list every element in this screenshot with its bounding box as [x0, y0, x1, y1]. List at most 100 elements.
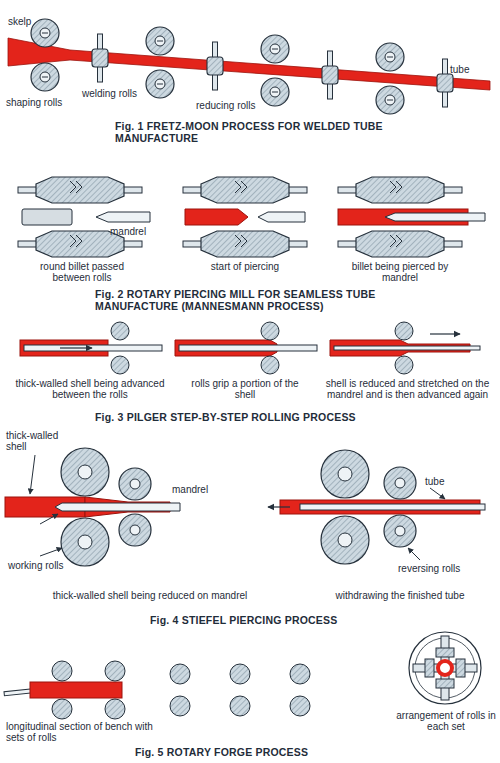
part-label: reducing rolls [196, 100, 266, 111]
leader-line [30, 455, 35, 494]
figure-caption: Fig. 2 ROTARY PIERCING MILL FOR SEAMLESS… [95, 288, 415, 312]
roll-hub [338, 467, 352, 481]
part-label: mandrel [172, 484, 222, 495]
round-billet [22, 209, 72, 225]
step-note: thick-walled shell being reduced on mand… [20, 590, 280, 601]
forge-roll [230, 696, 250, 716]
pilger-roll [395, 322, 413, 340]
forge-roll [170, 696, 190, 716]
pilger-panel [330, 322, 480, 374]
reducing-roll [146, 27, 174, 55]
forge-roll [425, 659, 434, 677]
tube-section [438, 661, 452, 675]
forge-roll [105, 699, 125, 719]
skelp-strip [8, 38, 490, 90]
motion-arrow [268, 506, 290, 507]
forge-roll [52, 661, 72, 681]
part-label: welding rolls [82, 88, 152, 99]
pilger-panel [175, 322, 317, 374]
step-note: arrangement of rolls in each set [396, 710, 496, 732]
figure-caption: Fig. 3 PILGER STEP-BY-STEP ROLLING PROCE… [95, 411, 415, 423]
mandrel-rod [334, 346, 480, 350]
figure-caption: Fig. 1 FRETZ-MOON PROCESS FOR WELDED TUB… [115, 120, 415, 144]
forge-roll [52, 699, 72, 719]
roll-hub [78, 465, 92, 479]
part-label: skelp [8, 16, 48, 27]
reversing-roll [119, 514, 151, 546]
pilger-roll [261, 356, 279, 374]
part-label: tube [425, 476, 465, 487]
pilger-roll [261, 322, 279, 340]
reducing-roll [376, 86, 404, 114]
step-note: round billet passed between rolls [22, 261, 142, 283]
mandrel-rod [385, 213, 485, 221]
step-note: shell is reduced and stretched on the ma… [325, 378, 490, 400]
leader-arrow [430, 488, 445, 499]
welding-roll [92, 34, 108, 82]
shell [30, 682, 122, 698]
forge-roll [105, 661, 125, 681]
step-note: billet being pierced by mandrel [340, 261, 460, 283]
mandrel-rod [258, 212, 305, 222]
working-roll [321, 450, 369, 498]
pilger-roll [111, 356, 129, 374]
step-note: rolls grip a portion of the shell [185, 378, 305, 400]
forge-roll [230, 664, 250, 684]
step-note: start of piercing [195, 261, 295, 272]
part-label: working rolls [8, 560, 88, 571]
motion-arrow [430, 333, 460, 334]
working-roll [61, 448, 109, 496]
forge-roll [290, 696, 310, 716]
working-roll [61, 518, 109, 566]
mandrel-rod [24, 345, 162, 351]
forge-roll [436, 648, 454, 657]
step-note: longitudinal section of bench with sets … [6, 721, 166, 743]
reducing-roll [261, 35, 289, 63]
mandrel-rod [179, 345, 317, 351]
reducing-roll [207, 42, 223, 90]
roll-hub [130, 525, 140, 535]
billet [185, 209, 248, 225]
part-label: shaping rolls [6, 97, 76, 108]
figure-caption: Fig. 5 ROTARY FORGE PROCESS [135, 746, 395, 758]
part-label: thick-walled shell [6, 430, 66, 452]
roll-hub [338, 533, 352, 547]
mandrel-rod [300, 504, 485, 510]
step-note: thick-walled shell being advanced betwee… [15, 378, 165, 400]
part-label: tube [450, 64, 490, 75]
piercing-roll [183, 177, 307, 203]
leader-arrow [40, 548, 62, 556]
pilger-roll [395, 356, 413, 374]
piercing-roll [183, 231, 307, 257]
forge-roll [170, 664, 190, 684]
shaping-roll [31, 19, 59, 47]
piercing-roll [338, 177, 462, 203]
reversing-roll [384, 515, 416, 547]
shaping-roll [31, 63, 59, 91]
mandrel-rod [55, 503, 180, 511]
reversing-roll [119, 468, 151, 500]
reducing-roll [261, 78, 289, 106]
part-label: reversing rolls [398, 563, 488, 574]
reducing-roll [146, 70, 174, 98]
reducing-roll [376, 43, 404, 71]
reversing-roll [384, 467, 416, 499]
leader-arrow [408, 548, 420, 560]
roll-hub [395, 478, 405, 488]
roll-hub [130, 479, 140, 489]
roll-hub [78, 535, 92, 549]
piercing-roll [338, 231, 462, 257]
forge-roll [290, 664, 310, 684]
roll-set-frame [409, 632, 481, 704]
step-note: withdrawing the finished tube [310, 590, 490, 601]
leader-arrow [40, 514, 58, 524]
motion-arrow [60, 347, 92, 348]
piercing-roll [18, 177, 142, 203]
figure-caption: Fig. 4 STIEFEL PIERCING PROCESS [150, 614, 410, 626]
pilger-panel [20, 322, 162, 374]
forge-roll [436, 679, 454, 688]
reducing-roll [322, 51, 338, 99]
roll-hub [395, 526, 405, 536]
forge-roll [456, 659, 465, 677]
